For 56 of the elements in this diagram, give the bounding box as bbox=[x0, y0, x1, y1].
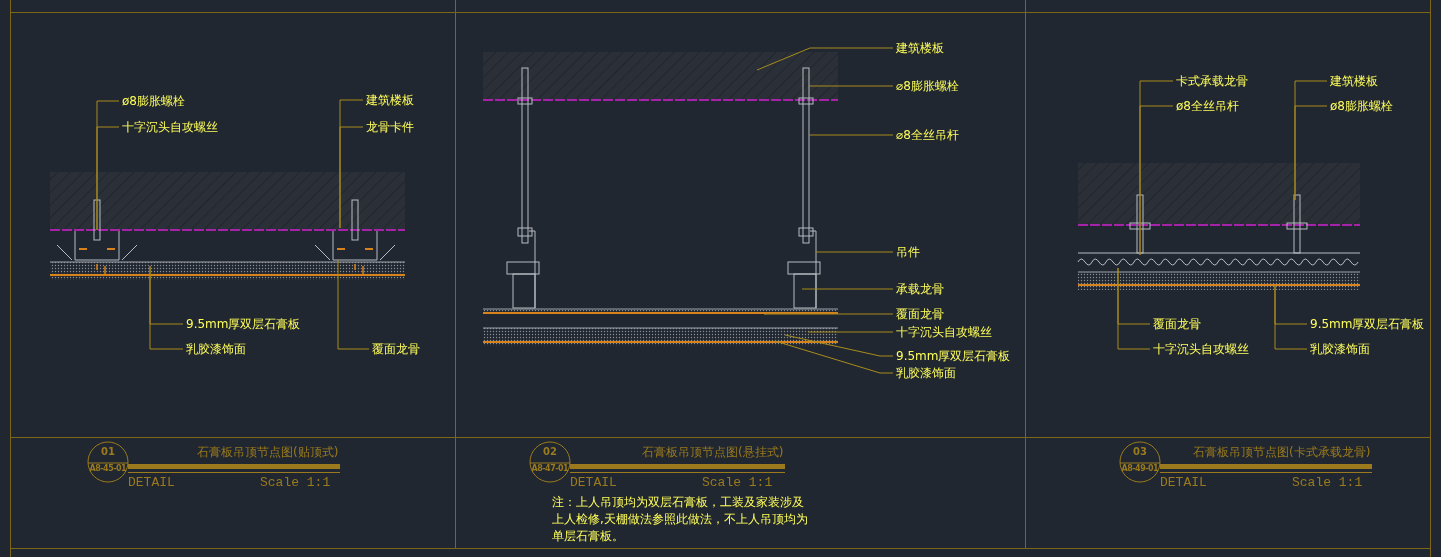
callout-label: ø8全丝吊杆 bbox=[1176, 99, 1239, 113]
callout-label: 9.5mm厚双层石膏板 bbox=[896, 349, 1011, 363]
leader-line bbox=[337, 259, 370, 350]
callout-label: 乳胶漆饰面 bbox=[186, 342, 246, 356]
callout-label: 十字沉头自攻螺丝 bbox=[896, 325, 992, 339]
leader-line bbox=[1117, 267, 1151, 350]
sheet-number: A8-45-01 bbox=[89, 464, 127, 473]
leader-line bbox=[801, 288, 894, 290]
callout-label: 建筑楼板 bbox=[1330, 74, 1378, 88]
detail-caption: DETAIL bbox=[128, 475, 175, 490]
leader-line bbox=[149, 265, 184, 350]
callout-label: 覆面龙骨 bbox=[1153, 317, 1201, 331]
leader-line bbox=[764, 313, 894, 316]
leader-line bbox=[808, 85, 894, 87]
callout-label: 吊件 bbox=[896, 245, 920, 259]
detail-number: 03 bbox=[1133, 446, 1147, 457]
callout-label: 十字沉头自攻螺丝 bbox=[1153, 342, 1249, 356]
scale-caption: Scale 1:1 bbox=[1292, 475, 1363, 490]
leader-line bbox=[774, 340, 894, 374]
leader-line bbox=[1294, 105, 1328, 201]
callout-label: 覆面龙骨 bbox=[896, 307, 944, 321]
callout-label: 卡式承载龙骨 bbox=[1176, 74, 1248, 88]
callout-label: ⌀8全丝吊杆 bbox=[896, 128, 959, 142]
detail-title: 石膏板吊顶节点图(卡式承载龙骨) bbox=[1193, 444, 1371, 461]
sheet-number: A8-49-01 bbox=[1121, 464, 1159, 473]
callout-label: 建筑楼板 bbox=[896, 41, 944, 55]
callout-label: 建筑楼板 bbox=[366, 93, 414, 107]
callout-label: ø8膨胀螺栓 bbox=[1330, 99, 1393, 113]
callout-label: ⌀8膨胀螺栓 bbox=[896, 79, 959, 93]
callout-label: 9.5mm厚双层石膏板 bbox=[1310, 317, 1425, 331]
scale-caption: Scale 1:1 bbox=[702, 475, 773, 490]
callout-label: 乳胶漆饰面 bbox=[896, 366, 956, 380]
callout-label: 覆面龙骨 bbox=[372, 342, 420, 356]
callout-label: 十字沉头自攻螺丝 bbox=[122, 120, 218, 134]
scale-caption: Scale 1:1 bbox=[260, 475, 331, 490]
detail-caption: DETAIL bbox=[1160, 475, 1207, 490]
detail-caption: DETAIL bbox=[570, 475, 617, 490]
leader-line bbox=[784, 334, 894, 357]
detail-title: 石膏板吊顶节点图(悬挂式) bbox=[642, 444, 784, 461]
leader-line bbox=[808, 134, 894, 136]
leader-line bbox=[1274, 284, 1308, 350]
detail-number: 02 bbox=[543, 446, 557, 457]
callout-label: 9.5mm厚双层石膏板 bbox=[186, 317, 301, 331]
callout-label: 龙骨卡件 bbox=[366, 120, 414, 134]
callout-label: 乳胶漆饰面 bbox=[1310, 342, 1370, 356]
sheet-number: A8-47-01 bbox=[531, 464, 569, 473]
leader-line bbox=[756, 47, 894, 71]
leader-line bbox=[339, 126, 364, 229]
note-text: 注：上人吊顶均为双层石膏板，工装及家装涉及上人检修,天棚做法参照此做法，不上人吊顶均为单层石膏板。 bbox=[552, 494, 809, 545]
callout-label: ø8膨胀螺栓 bbox=[122, 94, 185, 108]
leader-line bbox=[815, 251, 894, 253]
detail-title: 石膏板吊顶节点图(贴顶式) bbox=[197, 444, 339, 461]
leader-line bbox=[96, 126, 120, 231]
leader-line bbox=[807, 331, 894, 333]
detail-number: 01 bbox=[101, 446, 115, 457]
callout-label: 承载龙骨 bbox=[896, 282, 944, 296]
